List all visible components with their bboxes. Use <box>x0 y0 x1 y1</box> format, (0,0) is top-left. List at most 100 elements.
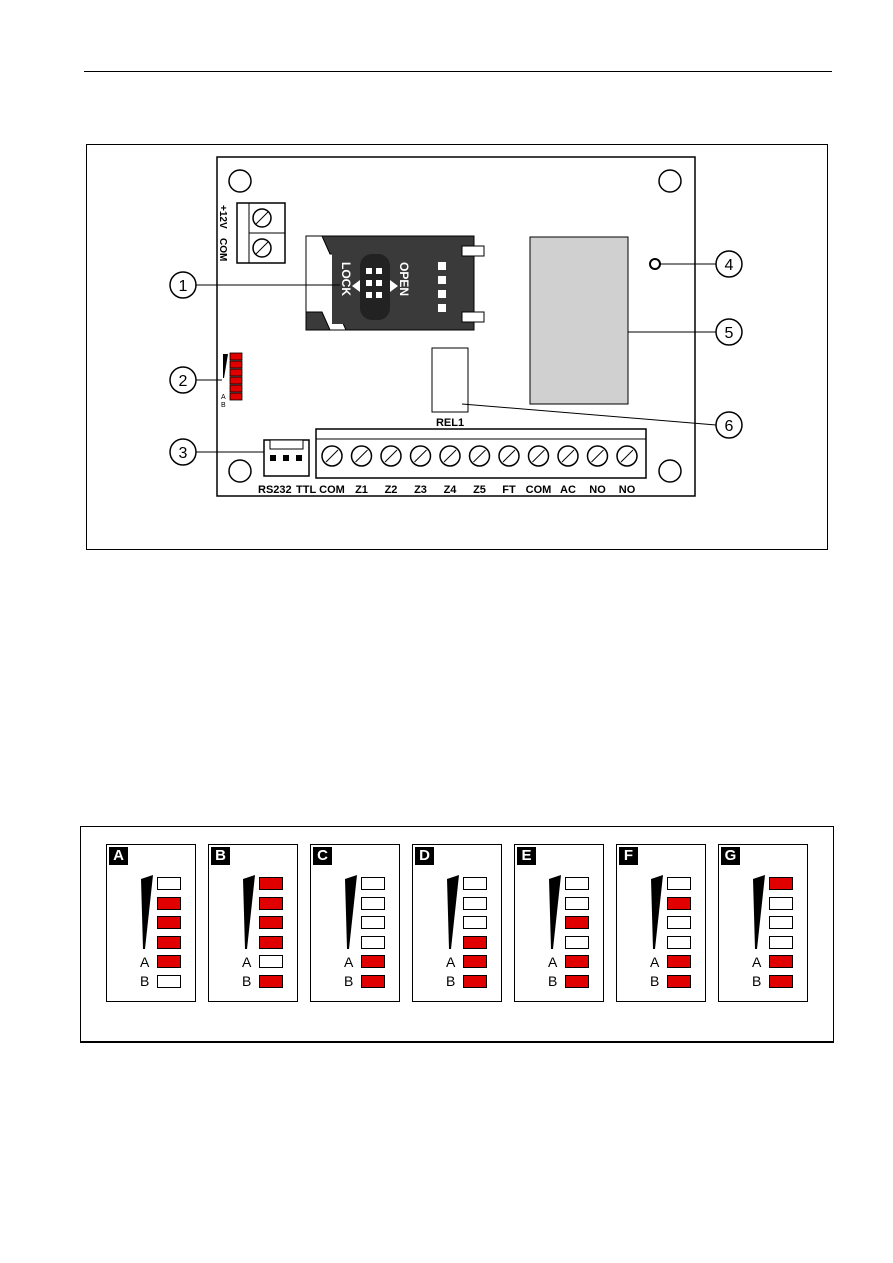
screw-slot <box>591 449 604 463</box>
led-states-frame <box>80 826 834 1043</box>
led-indicator <box>361 896 385 910</box>
led-indicator <box>157 955 181 968</box>
panel-letter: G <box>721 847 740 865</box>
led-indicator <box>463 935 487 949</box>
panel-letter: D <box>415 847 434 865</box>
callout-circle <box>715 318 743 346</box>
led-indicator <box>565 955 589 968</box>
led-indicator <box>565 896 589 910</box>
sim-card-holder <box>305 235 485 331</box>
callout-circle <box>715 411 743 439</box>
led-indicator <box>259 974 283 988</box>
led-indicator <box>769 916 793 929</box>
led-indicator <box>361 916 385 929</box>
screw-slot <box>620 449 634 463</box>
led-indicator <box>361 955 385 968</box>
led-row-label-a: A <box>446 954 456 970</box>
board-diagram-frame <box>86 144 828 550</box>
terminal-label: Z4 <box>444 484 458 496</box>
callout-circle <box>715 250 743 278</box>
led-indicator <box>157 896 181 910</box>
callout-number: 1 <box>179 278 188 295</box>
terminal-label: Z2 <box>385 484 398 496</box>
led-indicator <box>463 974 487 988</box>
led-label-a: A <box>221 394 226 401</box>
led-label-b: B <box>221 402 226 409</box>
led-indicator <box>667 935 691 949</box>
panel-letter: C <box>313 847 332 865</box>
mounting-hole <box>658 459 682 483</box>
terminal-label: COM <box>319 484 345 496</box>
led-indicator <box>769 896 793 910</box>
led-indicator <box>565 935 589 949</box>
rel1-label: REL1 <box>436 417 464 429</box>
led-row-label-b: B <box>242 973 252 989</box>
led-indicator <box>361 877 385 890</box>
header-rule <box>84 71 832 72</box>
led-indicator <box>259 877 283 890</box>
callout-circle <box>169 366 197 394</box>
sim-open-label: OPEN <box>397 262 411 296</box>
led-indicator-bar <box>223 352 243 401</box>
led-row-label-b: B <box>344 973 354 989</box>
screw-slot <box>502 449 516 463</box>
panel-letter: B <box>211 847 230 865</box>
callout-number: 4 <box>725 257 734 274</box>
power-label-com: COM <box>217 238 228 261</box>
led-indicator <box>463 916 487 929</box>
terminal-label: NO <box>619 484 636 496</box>
led-row-label-b: B <box>650 973 660 989</box>
led-indicator <box>361 974 385 988</box>
screw-slot <box>561 449 575 463</box>
led-indicator <box>565 974 589 988</box>
terminal-label: Z1 <box>355 484 368 496</box>
led-indicator <box>157 974 181 988</box>
signal-wedge-icon <box>651 875 663 949</box>
power-label-12v: +12V <box>217 205 228 229</box>
mounting-hole <box>228 459 252 483</box>
led-indicator <box>667 974 691 988</box>
signal-wedge-icon <box>345 875 357 949</box>
terminal-label: Z3 <box>414 484 427 496</box>
led-indicator <box>463 955 487 968</box>
terminal-label: NO <box>589 484 606 496</box>
status-led-component <box>649 258 661 270</box>
led-row-label-a: A <box>242 954 252 970</box>
callout-number: 6 <box>725 418 734 435</box>
led-indicator <box>769 935 793 949</box>
led-indicator <box>769 974 793 988</box>
callout-circle <box>169 271 197 299</box>
callout-circle <box>169 438 197 466</box>
screw-slot <box>443 449 457 463</box>
rs232-connector <box>263 439 310 477</box>
panel-letter: E <box>517 847 536 865</box>
terminal-label: FT <box>502 484 516 496</box>
led-indicator <box>157 877 181 890</box>
screw-slot <box>325 449 339 463</box>
led-row-label-a: A <box>344 954 354 970</box>
screw-slot <box>473 449 486 463</box>
panel-letter: F <box>619 847 638 865</box>
sim-lock-label: LOCK <box>339 262 353 296</box>
led-row-label-b: B <box>548 973 558 989</box>
led-indicator <box>667 877 691 890</box>
led-indicator <box>259 955 283 968</box>
led-indicator <box>259 916 283 929</box>
screw-slot <box>414 449 427 463</box>
led-indicator <box>667 955 691 968</box>
led-indicator <box>565 877 589 890</box>
led-indicator <box>259 896 283 910</box>
signal-wedge-icon <box>549 875 561 949</box>
led-row-label-b: B <box>752 973 762 989</box>
led-indicator <box>463 877 487 890</box>
led-indicator <box>667 896 691 910</box>
terminal-label: AC <box>560 484 576 496</box>
mounting-hole <box>228 169 252 193</box>
signal-wedge-icon <box>447 875 459 949</box>
screw-slot <box>355 449 368 463</box>
